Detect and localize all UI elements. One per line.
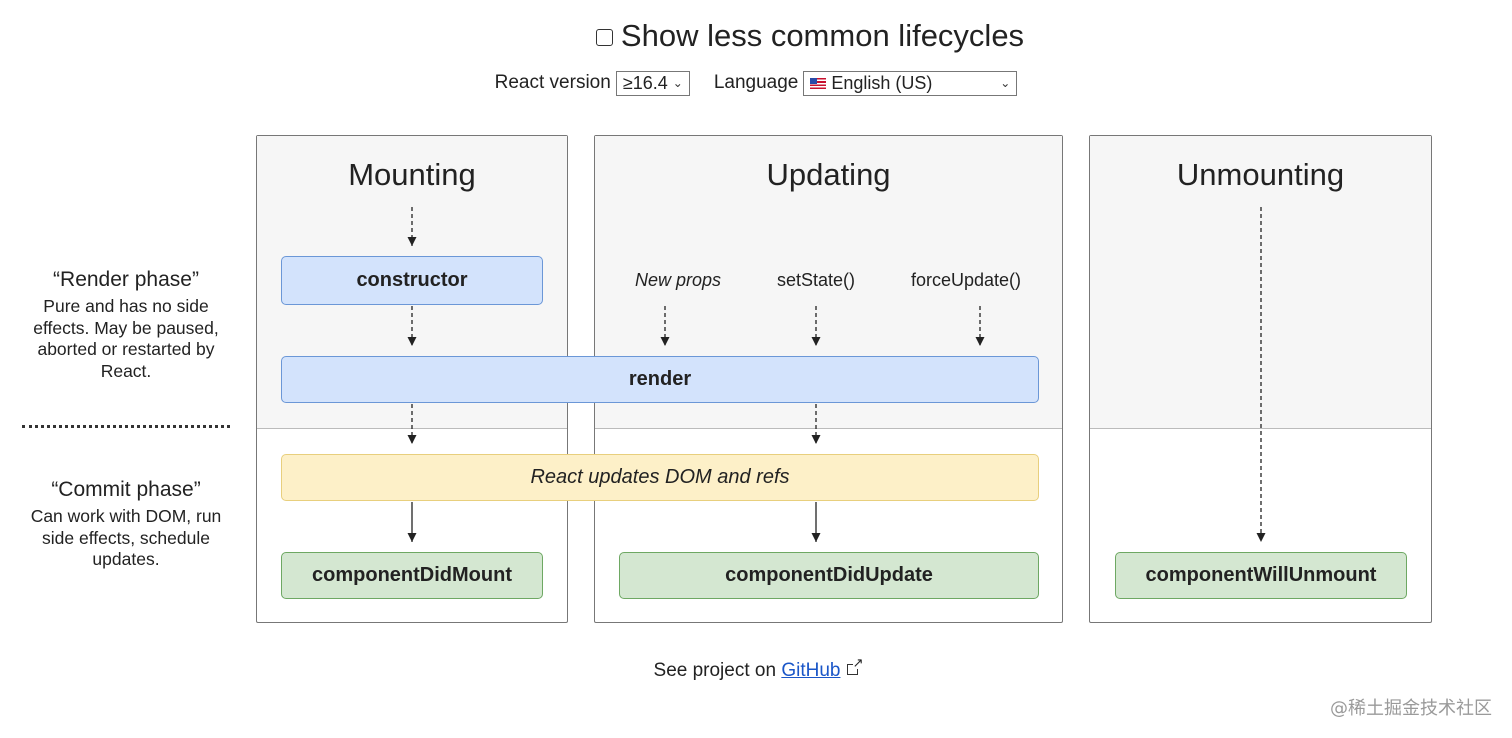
- version-value: ≥16.4: [622, 72, 668, 93]
- trigger-force-update: forceUpdate(): [910, 270, 1022, 290]
- phase-divider: [22, 425, 230, 428]
- commit-phase-label: “Commit phase” Can work with DOM, run si…: [20, 478, 232, 571]
- constructor-box[interactable]: constructor: [281, 256, 543, 305]
- github-link[interactable]: GitHub: [781, 660, 841, 681]
- language-value: English (US): [831, 72, 933, 93]
- updating-title: Updating: [766, 157, 891, 192]
- controls-row: React version ≥16.4 ⌄ Language English (…: [0, 69, 1512, 97]
- trigger-new-props: New props: [634, 270, 722, 290]
- dom-update-box: React updates DOM and refs: [281, 454, 1039, 501]
- footer-prefix: See project on: [653, 660, 782, 681]
- version-select[interactable]: ≥16.4 ⌄: [615, 70, 690, 96]
- language-label: Language: [713, 72, 799, 93]
- unmounting-title: Unmounting: [1176, 157, 1345, 192]
- chevron-down-icon: ⌄: [672, 76, 683, 90]
- did-mount-label: componentDidMount: [312, 564, 512, 586]
- commit-phase-desc: Can work with DOM, run side effects, sch…: [30, 506, 222, 569]
- render-box[interactable]: render: [281, 356, 1039, 403]
- trigger-set-state: setState(): [776, 270, 856, 290]
- show-less-common-toggle[interactable]: Show less common lifecycles: [595, 18, 1025, 54]
- checkbox-icon[interactable]: [595, 29, 613, 46]
- version-label: React version: [494, 72, 611, 93]
- mounting-title: Mounting: [348, 157, 476, 192]
- render-label: render: [628, 368, 692, 390]
- header: Show less common lifecycles: [0, 16, 1512, 56]
- external-link-icon: [847, 656, 864, 675]
- component-will-unmount-box[interactable]: componentWillUnmount: [1115, 552, 1407, 599]
- us-flag-icon: [810, 77, 827, 89]
- render-phase-title: “Render phase”: [53, 268, 199, 291]
- constructor-label: constructor: [356, 269, 468, 291]
- chevron-down-icon: ⌄: [1000, 76, 1011, 90]
- toggle-label: Show less common lifecycles: [620, 18, 1025, 53]
- unmounting-column: Unmounting: [1089, 135, 1432, 623]
- render-phase-label: “Render phase” Pure and has no side effe…: [20, 268, 232, 382]
- will-unmount-label: componentWillUnmount: [1145, 564, 1377, 586]
- watermark: @稀土掘金技术社区: [1330, 698, 1492, 719]
- render-phase-desc: Pure and has no side effects. May be pau…: [33, 296, 219, 381]
- did-update-label: componentDidUpdate: [725, 564, 933, 586]
- language-select[interactable]: English (US) ⌄: [803, 70, 1018, 96]
- commit-phase-title: “Commit phase”: [51, 478, 201, 501]
- component-did-mount-box[interactable]: componentDidMount: [281, 552, 543, 599]
- dom-update-label: React updates DOM and refs: [530, 466, 790, 488]
- footer: See project on GitHub: [0, 656, 1512, 682]
- component-did-update-box[interactable]: componentDidUpdate: [619, 552, 1039, 599]
